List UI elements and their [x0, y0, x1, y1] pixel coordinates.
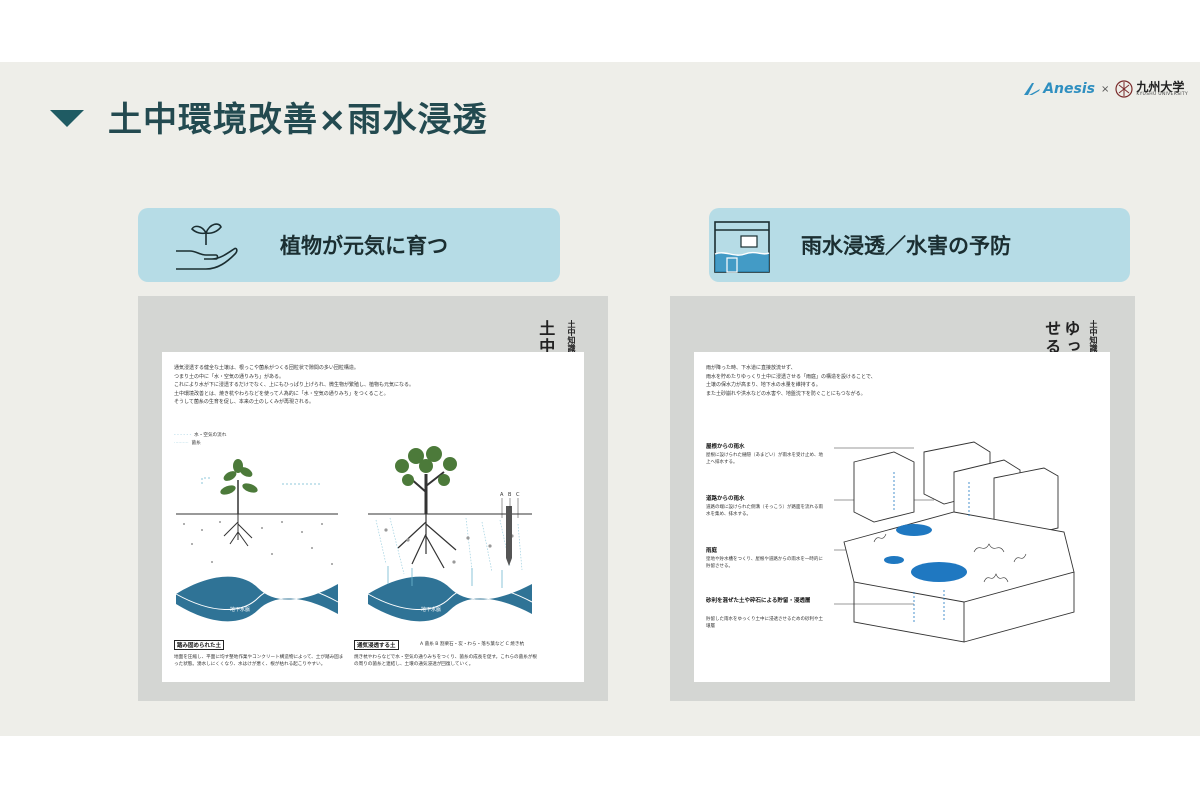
- anesis-logo-text: Anesis: [1043, 81, 1095, 97]
- card-header-plants: 植物が元気に育つ: [138, 208, 560, 282]
- groundwater-label-right: 地下水脈: [421, 607, 442, 613]
- seedling-in-hand-icon: [176, 223, 238, 270]
- intro-text: 雨が降った時、下水道に直接放流せず、 雨水を貯めたりゆっくり土中に浸透させる「雨…: [706, 364, 1006, 398]
- legend: - - - - - - 水・空気の流れ ·········· 菌糸: [174, 432, 226, 448]
- kyushu-university-logo: 九州大学 KYUSHU UNIVERSITY: [1115, 79, 1188, 99]
- image-panel-raingarden: 土中知識 ゆっくり土中に浸透させる雨庭のしくみ 雨が降った時、下水道に直接放流せ…: [670, 296, 1135, 701]
- intro-line: 通気浸透する健全な土壌は、根っこや菌糸がつくる団粒状で隙間の多い団粒構造。: [174, 365, 359, 371]
- flooded-house-icon: [714, 221, 770, 273]
- anesis-logo-mark-icon: [1024, 83, 1041, 95]
- note-title: 道路からの雨水: [706, 496, 745, 502]
- soil-comparison-illustration: A B C: [175, 446, 533, 622]
- page-title: 土中環境改善×雨水浸透: [108, 100, 488, 140]
- intro-line: 雨水を貯めたりゆっくり土中に浸透させる「雨庭」の構造を設けることで、: [706, 373, 876, 380]
- label-a: A: [500, 492, 504, 498]
- label-c: C: [516, 492, 520, 498]
- legend-item: - - - - - - 水・空気の流れ: [174, 433, 227, 438]
- intro-line: これにより水が下に浸透するだけでなく、上にもひっぱり上げられ、微生物が繁殖し、植…: [174, 382, 414, 388]
- card-header-rainwater: 雨水浸透／水害の予防: [709, 208, 1130, 282]
- caption-left-title: 踏み固められた土: [174, 640, 225, 650]
- intro-line: つまり土の中に「水・空気の通りみち」がある。: [174, 373, 285, 380]
- intro-line: 土中環境改善とは、焼き杭やわらなどを使って人為的に「水・空気の通りみち」をつくる…: [174, 390, 389, 397]
- slide-background: Anesis × 九州大学 KYUSHU UNIVERSITY 土中環境改善×雨…: [0, 62, 1200, 736]
- intro-line: そうして菌糸の生育を促し、本来の土のしくみが再現される。: [174, 399, 315, 405]
- logo-area: Anesis × 九州大学 KYUSHU UNIVERSITY: [1023, 79, 1188, 99]
- caption-right-title: 通気浸透する土: [354, 640, 399, 650]
- note-text: 窪地や貯水槽をつくり、屋根や道路からの雨水を一時的に貯留させる。: [706, 557, 823, 569]
- logo-separator: ×: [1100, 83, 1110, 95]
- page-tag: 土中知識: [1089, 320, 1098, 352]
- kyushu-logo-text: 九州大学: [1136, 79, 1185, 94]
- card-label-rainwater: 雨水浸透／水害の予防: [801, 234, 1011, 258]
- title-marker-icon: [50, 110, 84, 127]
- groundwater-label-left: 地下水脈: [230, 607, 251, 613]
- anesis-logo: Anesis: [1023, 81, 1095, 97]
- intro-line: 土壌の保水力が高まり、地下水の水量を維持する。: [706, 382, 821, 388]
- label-b: B: [508, 492, 512, 498]
- legend-item: ·········· 菌糸: [174, 441, 201, 446]
- note-title: 雨庭: [706, 548, 718, 554]
- intro-text: 通気浸透する健全な土壌は、根っこや菌糸がつくる団粒状で隙間の多い団粒構造。 つま…: [174, 364, 514, 407]
- caption-left-text: 地面を圧縮し、平面に均す整地作業やコンクリート構造物によって、土が踏み固まった状…: [174, 655, 344, 667]
- image-panel-soil: 土中知識 土中環境改善のしくみ 通気浸透する健全な土壌は、根っこや菌糸がつくる団…: [138, 296, 608, 701]
- intro-line: また土砂崩れや洪水などの水害や、地盤沈下を防ぐことにもつながる。: [706, 390, 866, 397]
- kyushu-emblem-icon: [1115, 80, 1133, 98]
- note-text: 道路の端に設けられた側溝（そっこう）が路面を流れる雨水を集め、排水する。: [706, 505, 823, 517]
- card-label-plants: 植物が元気に育つ: [280, 234, 448, 258]
- note-text: 貯留した雨水をゆっくり土中に浸透させるための砂利や土壌層: [706, 617, 823, 629]
- caption-right-text: 焼き杭やわらなどで水・空気の通りみちをつくり、菌糸の成長を促す。これらの菌糸が根…: [354, 655, 538, 667]
- page-tag: 土中知識: [567, 320, 576, 352]
- title-row: 土中環境改善×雨水浸透: [50, 92, 488, 141]
- kyushu-logo-en-text: KYUSHU UNIVERSITY: [1136, 91, 1188, 97]
- rain-garden-illustration: [834, 441, 1075, 643]
- note-title: 砂利を混ぜた土や砕石による貯留・浸透層: [706, 598, 811, 604]
- book-page-soil: 通気浸透する健全な土壌は、根っこや菌糸がつくる団粒状で隙間の多い団粒構造。 つま…: [162, 352, 584, 682]
- book-page-raingarden: 雨が降った時、下水道に直接放流せず、 雨水を貯めたりゆっくり土中に浸透させる「雨…: [694, 352, 1110, 682]
- note-text: 屋根に設けられた樋隠（あまどい）が雨水を受け止め、地上へ排水する。: [706, 453, 823, 465]
- intro-line: 雨が降った時、下水道に直接放流せず、: [706, 365, 796, 371]
- note-title: 屋根からの雨水: [706, 444, 745, 450]
- caption-right-legend: A 菌糸 B 割栗石・炭・わら・落ち葉など C 焼き杭: [420, 642, 525, 647]
